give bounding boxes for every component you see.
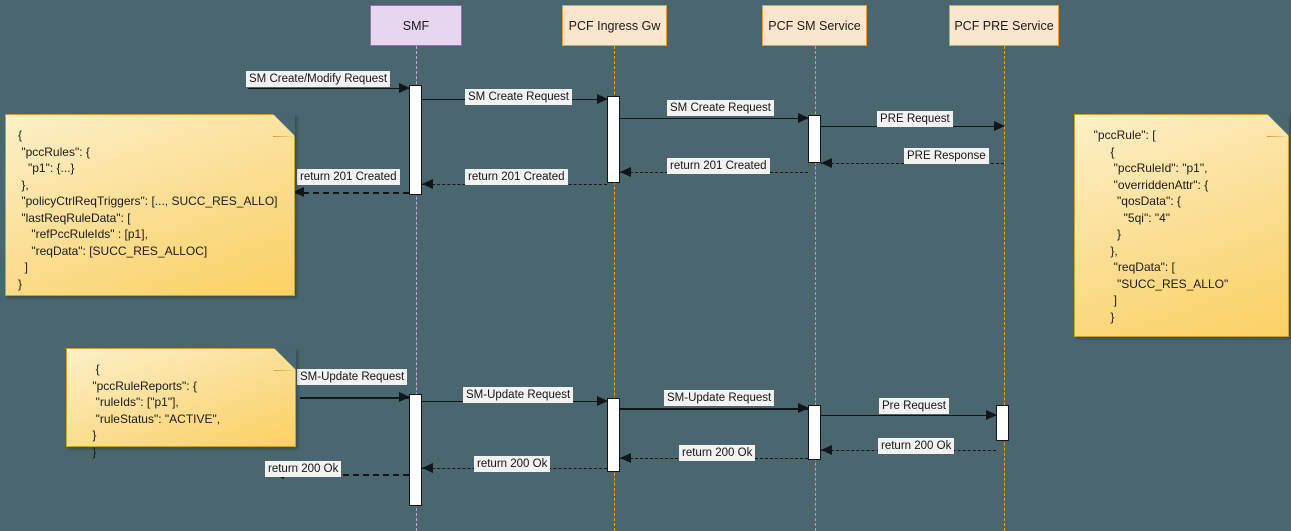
return-201-created-to-smf-arrowhead: [422, 179, 433, 189]
pre-response-label: PRE Response: [904, 148, 989, 164]
ingress-activation-update: [607, 398, 620, 472]
participant-label-pcf-pre-service: PCF PRE Service: [954, 18, 1054, 33]
note-smf-policy-state: { "pccRules": { "p1": {...} }, "policyCt…: [5, 114, 295, 296]
return-200-ok-to-smf-arrowhead: [422, 463, 433, 473]
note-pre-pcc-rule-fold-edge-icon: [1267, 114, 1289, 137]
return-201-created-to-caller-arrowhead: [293, 187, 304, 197]
smf-activation-update: [409, 394, 422, 506]
return-200-ok-to-sm-label: return 200 Ok: [878, 438, 955, 454]
sm-update-request-to-sm-arrowhead: [798, 403, 809, 413]
sm-create-request-to-sm-line: [620, 118, 808, 119]
participant-pcf-sm-service[interactable]: PCF SM Service: [762, 5, 867, 46]
sm-update-request-from-caller-line: [300, 397, 409, 399]
smf-activation-create: [409, 85, 422, 195]
note-pcc-rule-reports-fold-edge-icon: [274, 348, 296, 371]
note-smf-policy-state-text: { "pccRules": { "p1": {...} }, "policyCt…: [18, 128, 278, 291]
sm-create-request-to-ingress-arrowhead: [597, 94, 608, 104]
sm-update-request-from-caller-arrowhead: [399, 392, 410, 402]
sm-create-modify-request-line: [248, 88, 409, 89]
note-pre-pcc-rule: "pccRule": [ { "pccRuleId": "p1", "overr…: [1074, 114, 1289, 337]
sm-activation-update: [808, 405, 821, 460]
return-200-ok-to-smf-label: return 200 Ok: [474, 456, 551, 472]
lifeline-pcf-ingress-gw: [614, 46, 615, 531]
note-pre-pcc-rule-text: "pccRule": [ { "pccRuleId": "p1", "overr…: [1093, 128, 1229, 324]
return-200-ok-to-ingress-arrowhead: [620, 453, 631, 463]
lifeline-smf: [416, 46, 417, 531]
note-pre-pcc-rule-fold-corner-icon: [1267, 114, 1289, 136]
participant-label-smf: SMF: [402, 18, 430, 33]
sm-create-request-to-sm-arrowhead: [798, 113, 809, 123]
note-smf-policy-state-fold-edge-icon: [273, 114, 295, 137]
pre-request-arrowhead: [994, 121, 1005, 131]
lifeline-pcf-pre-service: [1004, 46, 1005, 531]
return-200-ok-to-ingress-label: return 200 Ok: [679, 445, 756, 461]
return-201-created-to-caller-line: [293, 192, 409, 194]
participant-label-pcf-sm-service: PCF SM Service: [768, 18, 861, 33]
return-201-created-to-smf-label: return 201 Created: [465, 169, 568, 185]
return-200-ok-to-caller-label: return 200 Ok: [265, 461, 342, 477]
pre-request-label: PRE Request: [877, 111, 953, 127]
participant-pcf-pre-service[interactable]: PCF PRE Service: [949, 5, 1059, 46]
pre-response-arrowhead: [821, 158, 832, 168]
return-201-created-to-caller-label: return 201 Created: [297, 169, 400, 185]
sm-create-modify-request-label: SM Create/Modify Request: [246, 71, 391, 87]
pre-request-update-arrowhead: [986, 410, 997, 420]
pre-request-update-label: Pre Request: [879, 398, 949, 414]
return-201-created-to-ingress-arrowhead: [620, 167, 631, 177]
sm-create-modify-request-arrowhead: [399, 83, 410, 93]
sm-update-request-to-ingress-arrowhead: [597, 396, 608, 406]
pre-activation-update: [996, 405, 1009, 441]
return-200-ok-to-sm-arrowhead: [821, 445, 832, 455]
ingress-activation-create: [607, 96, 620, 183]
sm-update-request-to-sm-label: SM-Update Request: [664, 390, 775, 406]
sm-update-request-to-ingress-label: SM-Update Request: [463, 387, 574, 403]
participant-smf[interactable]: SMF: [370, 5, 462, 46]
note-pcc-rule-reports-text: { "pccRuleReports": { "ruleIds": ["p1"],…: [92, 362, 221, 459]
note-pcc-rule-reports-fold-corner-icon: [274, 348, 296, 370]
participant-pcf-ingress-gw[interactable]: PCF Ingress Gw: [562, 5, 667, 46]
sm-update-request-from-caller-label: SM-Update Request: [297, 369, 408, 385]
sm-create-request-to-ingress-label: SM Create Request: [465, 89, 572, 105]
sm-update-request-to-sm-line: [620, 408, 808, 410]
sm-create-request-to-sm-label: SM Create Request: [667, 100, 774, 116]
lifeline-pcf-sm-service: [815, 46, 816, 531]
pre-request-update-line: [821, 415, 996, 416]
note-smf-policy-state-fold-corner-icon: [273, 114, 295, 136]
participant-label-pcf-ingress-gw: PCF Ingress Gw: [568, 18, 661, 33]
note-pcc-rule-reports: { "pccRuleReports": { "ruleIds": ["p1"],…: [66, 348, 296, 459]
return-201-created-to-ingress-label: return 201 Created: [667, 158, 770, 174]
sm-activation-create: [808, 115, 821, 163]
